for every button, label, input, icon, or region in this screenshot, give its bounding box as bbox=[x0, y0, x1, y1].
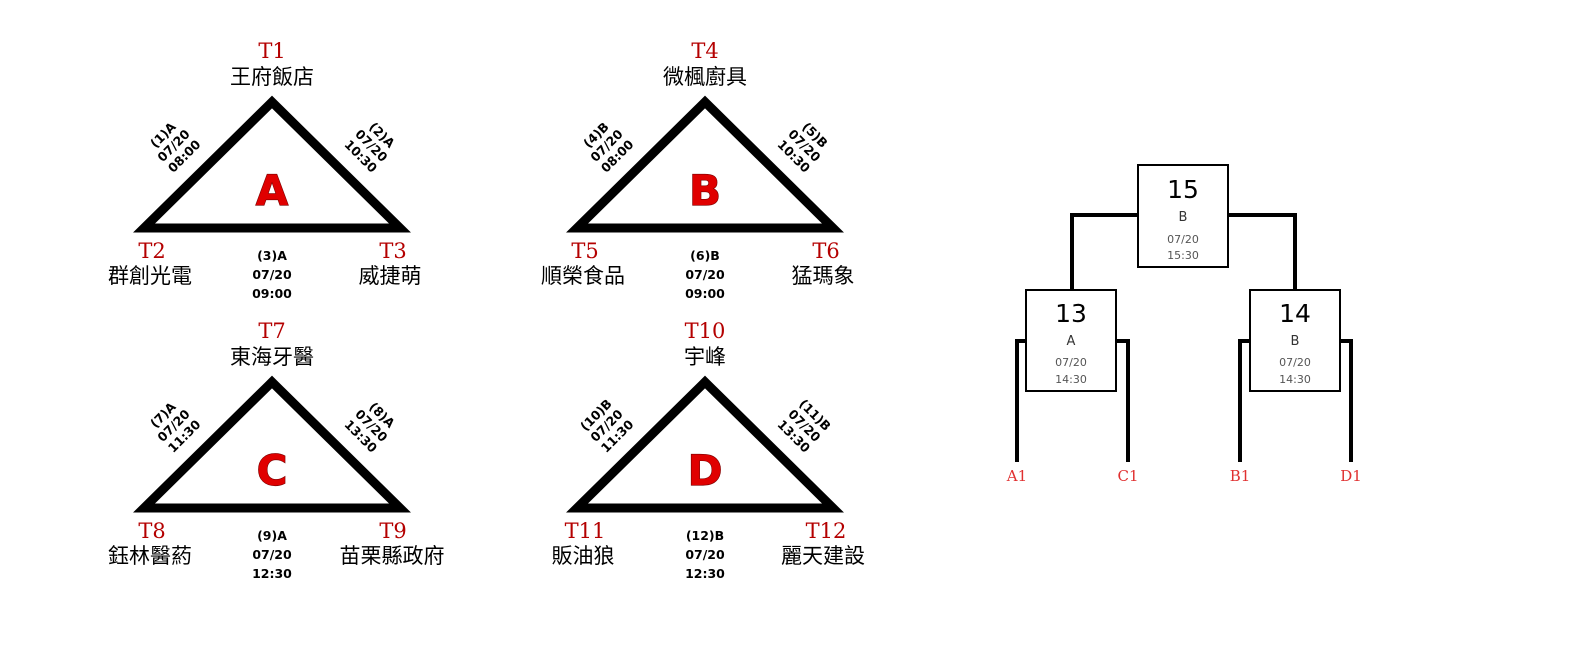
final-match-box: 15 B 07/20 15:30 bbox=[1137, 164, 1229, 268]
semi-left-box-frame bbox=[1025, 289, 1117, 392]
bracket-leg-c1 bbox=[1116, 339, 1130, 462]
group-d-top-seed: T10 bbox=[685, 319, 726, 343]
match-id: (12)B bbox=[686, 528, 724, 543]
group-b-left-team: 順榮食品 bbox=[541, 264, 625, 288]
group-b-match-bottom: (6)B 07/20 09:00 bbox=[685, 248, 725, 301]
match-date: 07/20 bbox=[685, 547, 725, 562]
match-id: (6)B bbox=[690, 248, 720, 263]
group-b: B T4 微楓廚具 T5 順榮食品 T6 猛瑪象 (4)B 07/20 08:0… bbox=[541, 39, 855, 301]
semi-left-court: A bbox=[1067, 334, 1076, 349]
group-d-top-team: 宇峰 bbox=[684, 345, 726, 369]
group-a-left-team: 群創光電 bbox=[108, 264, 192, 288]
semi-right-court: B bbox=[1291, 334, 1300, 349]
slot-label-a1: A1 bbox=[1006, 467, 1027, 485]
group-d-match-bottom: (12)B 07/20 12:30 bbox=[685, 528, 725, 581]
group-c-match-right: (8)A 07/20 13:30 bbox=[341, 399, 398, 456]
group-b-right-seed: T6 bbox=[812, 239, 839, 263]
group-a-letter: A bbox=[256, 166, 289, 215]
semi-left-match-box: 13 A 07/20 14:30 bbox=[1025, 289, 1117, 392]
group-c-top-team: 東海牙醫 bbox=[230, 345, 314, 369]
group-a-left-seed: T2 bbox=[138, 239, 165, 263]
semi-right-number: 14 bbox=[1279, 299, 1311, 328]
group-d-right-team: 麗天建設 bbox=[781, 544, 865, 568]
final-time: 15:30 bbox=[1167, 249, 1199, 262]
match-date: 07/20 bbox=[252, 267, 292, 282]
group-d-match-right: (11)B 07/20 13:30 bbox=[774, 396, 833, 456]
group-c-left-seed: T8 bbox=[138, 519, 165, 543]
group-d-left-team: 販油狼 bbox=[552, 544, 615, 568]
group-b-left-seed: T5 bbox=[571, 239, 598, 263]
match-id: (9)A bbox=[257, 528, 287, 543]
group-c-left-team: 鈺林醫葯 bbox=[108, 544, 192, 568]
group-c-triangle bbox=[133, 375, 411, 513]
group-a-top-seed: T1 bbox=[258, 39, 285, 63]
semi-left-date: 07/20 bbox=[1055, 356, 1087, 369]
match-time: 09:00 bbox=[252, 286, 292, 301]
group-b-top-seed: T4 bbox=[691, 39, 718, 63]
bracket-leg-a1 bbox=[1015, 339, 1026, 462]
group-a-right-seed: T3 bbox=[379, 239, 406, 263]
semi-left-time: 14:30 bbox=[1055, 373, 1087, 386]
group-c-match-bottom: (9)A 07/20 12:30 bbox=[252, 528, 292, 581]
group-a-match-bottom: (3)A 07/20 09:00 bbox=[252, 248, 292, 301]
group-a: A T1 王府飯店 T2 群創光電 T3 威捷萌 (1)A 07/20 08:0… bbox=[108, 39, 422, 301]
slot-label-b1: B1 bbox=[1230, 467, 1251, 485]
group-b-match-right: (5)B 07/20 10:30 bbox=[774, 119, 830, 176]
group-a-top-team: 王府飯店 bbox=[230, 65, 314, 89]
group-b-letter: B bbox=[689, 166, 721, 215]
group-c-letter: C bbox=[257, 446, 288, 495]
group-a-triangle bbox=[133, 95, 411, 233]
group-d-letter: D bbox=[688, 446, 723, 495]
slot-label-d1: D1 bbox=[1340, 467, 1362, 485]
match-time: 12:30 bbox=[685, 566, 725, 581]
final-box-frame bbox=[1137, 164, 1229, 268]
bracket-leg-d1 bbox=[1340, 339, 1353, 462]
group-a-right-team: 威捷萌 bbox=[359, 264, 422, 288]
group-d: D T10 宇峰 T11 販油狼 T12 麗天建設 (10)B 07/20 11… bbox=[552, 319, 866, 581]
group-b-right-team: 猛瑪象 bbox=[792, 264, 855, 288]
group-c-top-seed: T7 bbox=[258, 319, 285, 343]
semi-right-match-box: 14 B 07/20 14:30 bbox=[1249, 289, 1341, 392]
group-a-match-left: (1)A 07/20 08:00 bbox=[147, 119, 204, 176]
group-d-left-seed: T11 bbox=[565, 519, 606, 543]
bracket-leg-b1 bbox=[1238, 339, 1250, 462]
match-date: 07/20 bbox=[252, 547, 292, 562]
final-court: B bbox=[1179, 210, 1188, 225]
group-c-right-seed: T9 bbox=[379, 519, 406, 543]
final-number: 15 bbox=[1167, 175, 1199, 204]
group-a-match-right: (2)A 07/20 10:30 bbox=[341, 119, 398, 176]
group-d-right-seed: T12 bbox=[806, 519, 847, 543]
group-c-right-team: 苗栗縣政府 bbox=[340, 544, 445, 568]
knockout-bracket: 15 B 07/20 15:30 13 A 07/20 14:30 14 B 0… bbox=[1006, 164, 1362, 485]
semi-right-time: 14:30 bbox=[1279, 373, 1311, 386]
group-b-top-team: 微楓廚具 bbox=[663, 65, 747, 89]
bracket-line-final-right bbox=[1228, 213, 1297, 290]
match-date: 07/20 bbox=[685, 267, 725, 282]
semi-right-date: 07/20 bbox=[1279, 356, 1311, 369]
match-time: 12:30 bbox=[252, 566, 292, 581]
group-c-match-left: (7)A 07/20 11:30 bbox=[147, 399, 204, 456]
semi-left-number: 13 bbox=[1055, 299, 1087, 328]
final-date: 07/20 bbox=[1167, 233, 1199, 246]
group-b-match-left: (4)B 07/20 08:00 bbox=[580, 119, 637, 175]
group-b-triangle bbox=[566, 95, 844, 233]
match-id: (3)A bbox=[257, 248, 287, 263]
semi-right-box-frame bbox=[1249, 289, 1341, 392]
slot-label-c1: C1 bbox=[1117, 467, 1138, 485]
group-c: C T7 東海牙醫 T8 鈺林醫葯 T9 苗栗縣政府 (7)A 07/20 11… bbox=[108, 319, 445, 581]
bracket-line-final-left bbox=[1070, 213, 1138, 290]
group-d-triangle bbox=[566, 375, 844, 513]
match-time: 09:00 bbox=[685, 286, 725, 301]
group-d-match-left: (10)B 07/20 11:30 bbox=[577, 396, 637, 455]
